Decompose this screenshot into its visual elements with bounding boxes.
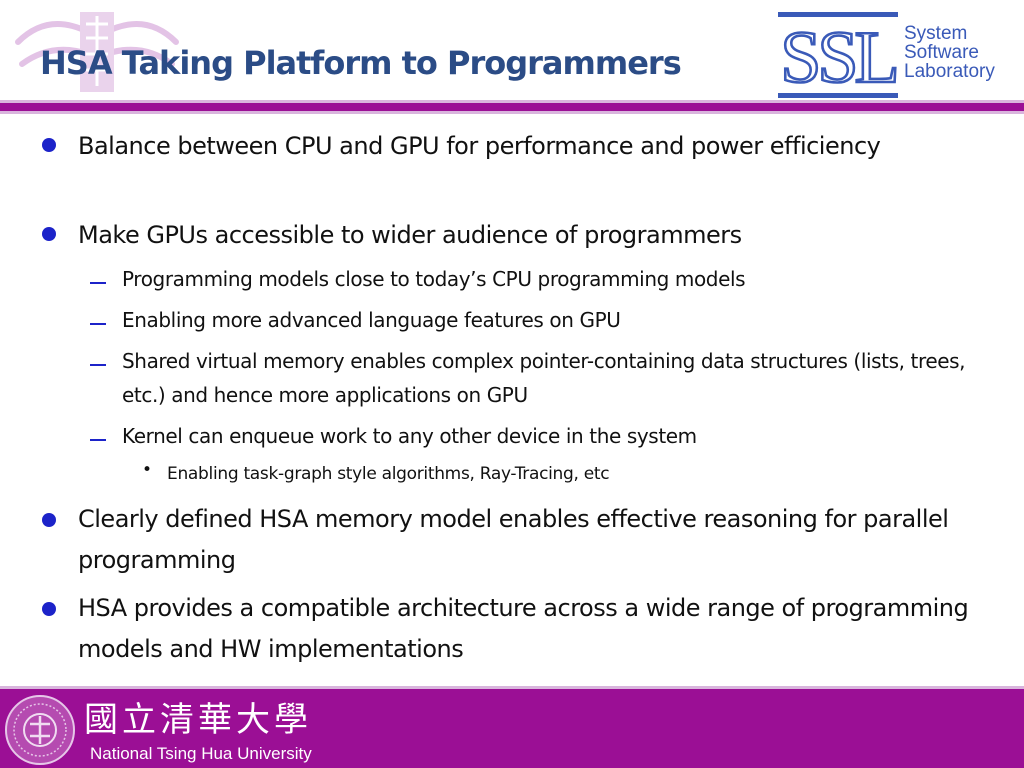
slide-title: HSA Taking Platform to Programmers xyxy=(40,44,682,82)
ssl-logo-text: System Software Laboratory xyxy=(904,24,1014,81)
sub-bullet-item: Kernel can enqueue work to any other dev… xyxy=(122,424,697,448)
ssl-logo-abbr: SSL xyxy=(780,17,896,98)
university-name-english: National Tsing Hua University xyxy=(90,744,312,763)
sub-bullet-dash-icon xyxy=(90,323,106,325)
sub-bullet-dash-icon xyxy=(90,364,106,366)
ssl-logo-line: System xyxy=(904,23,968,44)
bullet-dot-icon xyxy=(42,602,56,616)
nthu-emblem-watermark-icon xyxy=(15,12,179,92)
bullet-dot-icon xyxy=(42,513,56,527)
ssl-logo: SSL System Software Laboratory xyxy=(778,12,1014,98)
ssl-logo-line: Software xyxy=(904,42,979,63)
bullet-item: Balance between CPU and GPU for performa… xyxy=(78,132,881,160)
university-name-chinese: 國立清華大學 xyxy=(84,700,312,740)
footer-divider xyxy=(0,686,1024,689)
ssl-logo-line: Laboratory xyxy=(904,61,995,82)
ssl-logo-mark: SSL xyxy=(778,12,898,98)
bullet-item: Make GPUs accessible to wider audience o… xyxy=(78,221,742,249)
sub-sub-bullet-item: Enabling task-graph style algorithms, Ra… xyxy=(167,464,610,484)
university-seal-icon xyxy=(5,695,75,765)
footer-bar: 國立清華大學 National Tsing Hua University xyxy=(0,686,1024,768)
bullet-dot-icon xyxy=(42,138,56,152)
bullet-dot-icon xyxy=(42,227,56,241)
sub-bullet-dash-icon xyxy=(90,282,106,284)
bullet-item: Clearly defined HSA memory model enables… xyxy=(78,505,949,574)
sub-bullet-item: Shared virtual memory enables complex po… xyxy=(122,349,966,407)
sub-sub-bullet-icon: • xyxy=(142,460,153,480)
sub-bullet-item: Programming models close to today’s CPU … xyxy=(122,267,746,291)
sub-bullet-item: Enabling more advanced language features… xyxy=(122,308,621,332)
sub-bullet-dash-icon xyxy=(90,439,106,441)
header-divider xyxy=(0,100,1024,114)
bullet-item: HSA provides a compatible architecture a… xyxy=(78,594,969,663)
